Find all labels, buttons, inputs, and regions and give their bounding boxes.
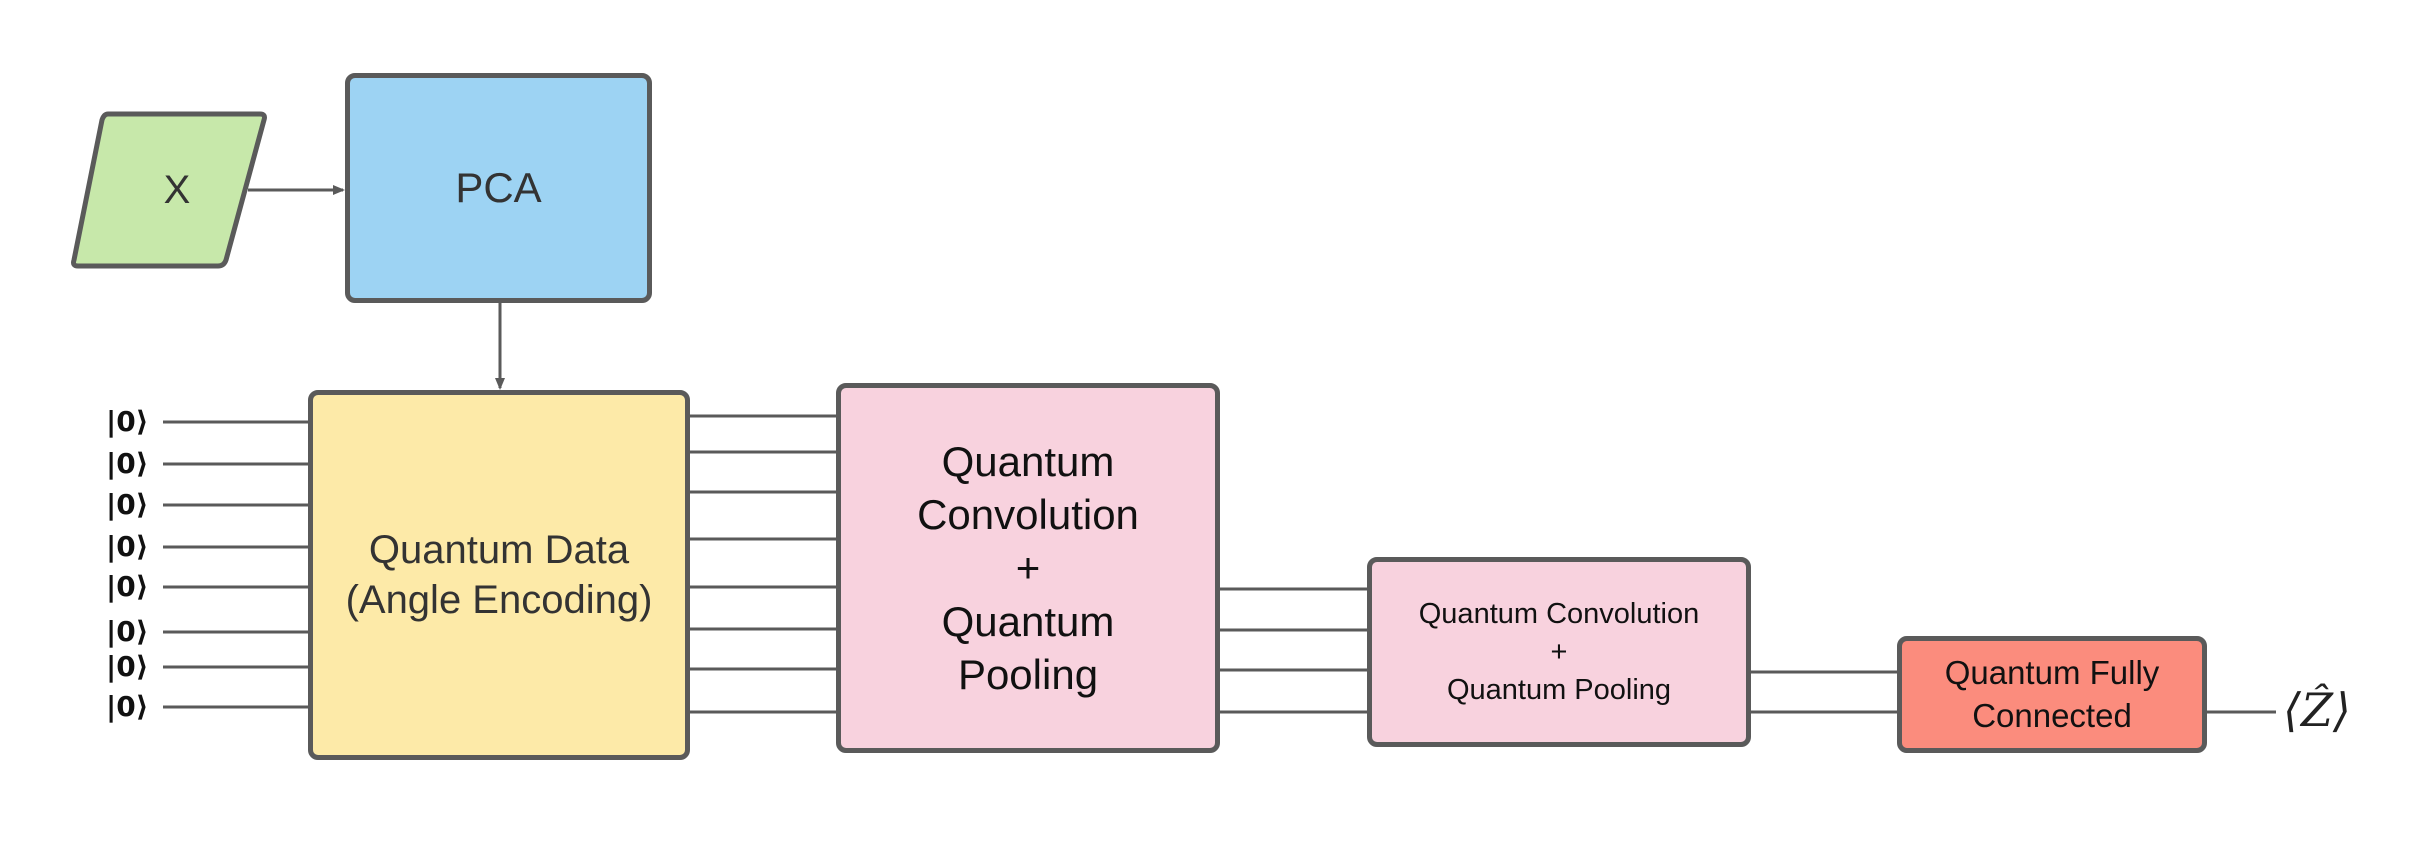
conv-pool-node-2: Quantum Convolution + Quantum Pooling [1367,557,1751,747]
parallelogram-shape [71,111,267,269]
qubit-ket-8: |0⟩ [106,690,149,723]
pca-node: PCA [345,73,652,303]
fully-connected-node: Quantum Fully Connected [1897,636,2207,753]
angle-encoding-label: Quantum Data (Angle Encoding) [345,528,653,622]
conv-pool-label-2: Quantum Convolution + Quantum Pooling [1418,597,1700,707]
fully-connected-label: Quantum Fully Connected [1944,654,2160,734]
qubit-ket-4: |0⟩ [106,530,149,563]
input-x-label: X [163,167,191,212]
qubit-ket-3: |0⟩ [106,488,149,521]
conv-pool-label-1: Quantum Convolution + Quantum Pooling [917,437,1139,698]
encoding-output-wires [690,414,838,714]
stage2-output-wires [1751,670,1899,714]
qubit-input-wires [163,420,310,709]
conv-pool-node-1: Quantum Convolution + Quantum Pooling [836,383,1220,753]
stage1-output-wires [1220,587,1369,714]
qubit-ket-6: |0⟩ [106,615,149,648]
angle-encoding-node: Quantum Data (Angle Encoding) [308,390,690,760]
qubit-ket-2: |0⟩ [106,447,149,480]
input-x-node: X [70,110,270,270]
qubit-ket-5: |0⟩ [106,570,149,603]
expectation-z-output: ⟨Ẑ⟩ [2283,683,2351,737]
pca-label: PCA [455,164,542,211]
qubit-ket-1: |0⟩ [106,405,149,438]
qubit-ket-7: |0⟩ [106,650,149,683]
